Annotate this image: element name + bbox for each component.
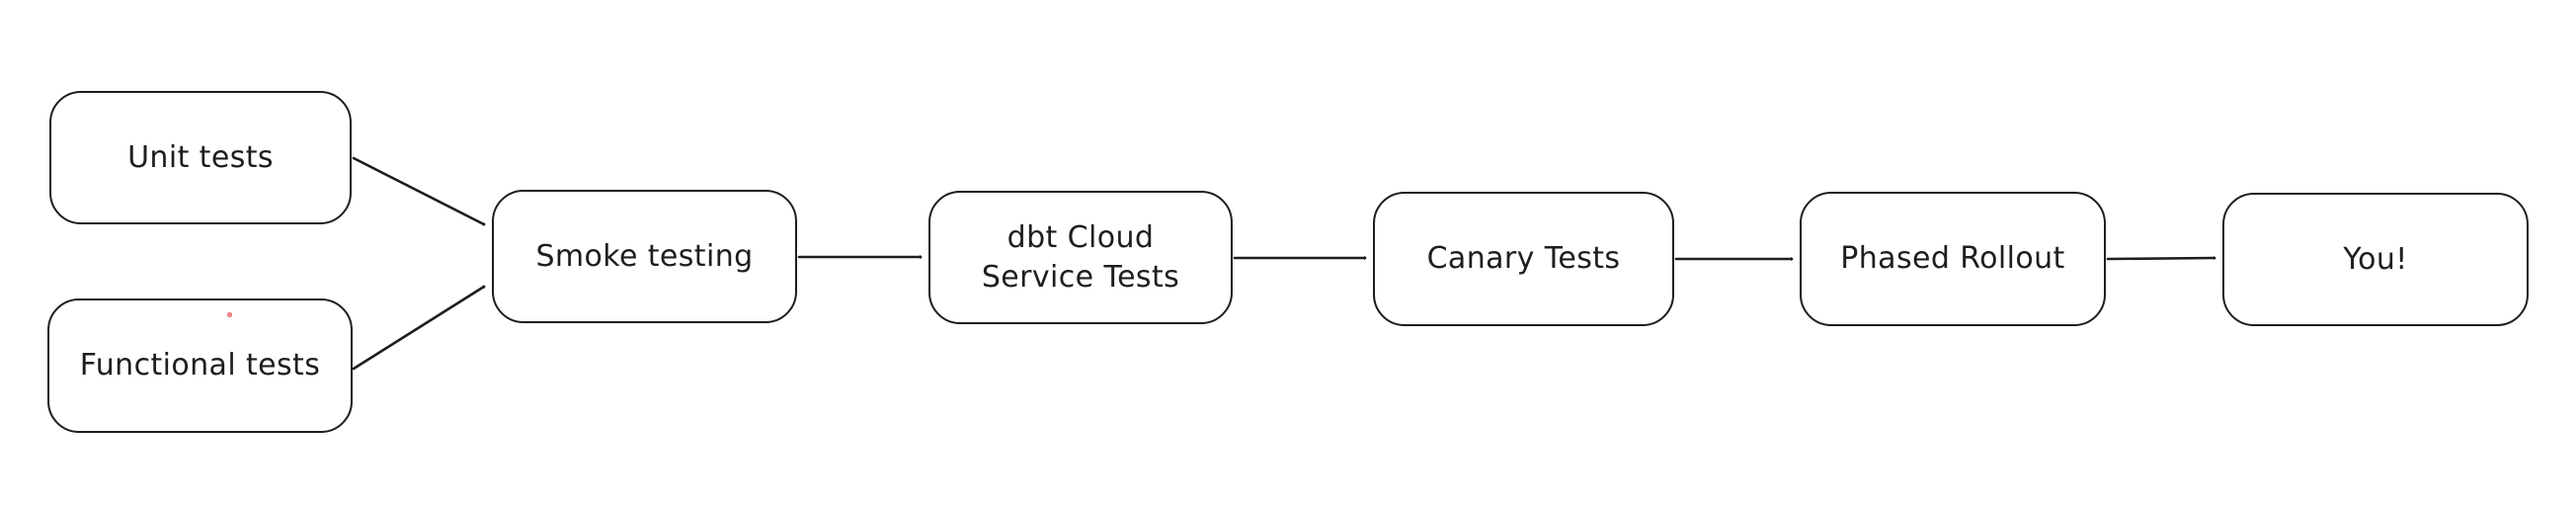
node-dbt-cloud-service-tests-line1: dbt Cloud [1006,219,1155,255]
edge-phased-rollout-to-you-arrow [2106,258,2216,259]
node-phased-rollout-label: Phased Rollout [1840,241,2065,276]
node-functional-tests-label: Functional tests [79,348,321,382]
node-you: You! [2222,193,2529,326]
node-dbt-cloud-service-tests-label: dbt Cloud Service Tests [982,218,1179,298]
edge-unit-tests-to-smoke-testing-arrow [352,156,486,226]
node-smoke-testing-label: Smoke testing [535,238,754,274]
edge-functional-tests-to-smoke-testing-arrow [352,285,486,371]
node-dbt-cloud-service-tests: dbt Cloud Service Tests [928,191,1233,324]
node-unit-tests: Unit tests [49,91,352,224]
node-unit-tests-label: Unit tests [127,139,274,175]
node-you-label: You! [2343,241,2408,277]
remote-cursor-dot [227,312,232,317]
node-smoke-testing: Smoke testing [492,190,797,323]
node-functional-tests: Functional tests [47,298,353,433]
node-canary-tests: Canary Tests [1373,192,1674,326]
node-canary-tests-label: Canary Tests [1426,241,1621,276]
node-phased-rollout: Phased Rollout [1800,192,2106,326]
node-dbt-cloud-service-tests-line2: Service Tests [981,259,1180,295]
